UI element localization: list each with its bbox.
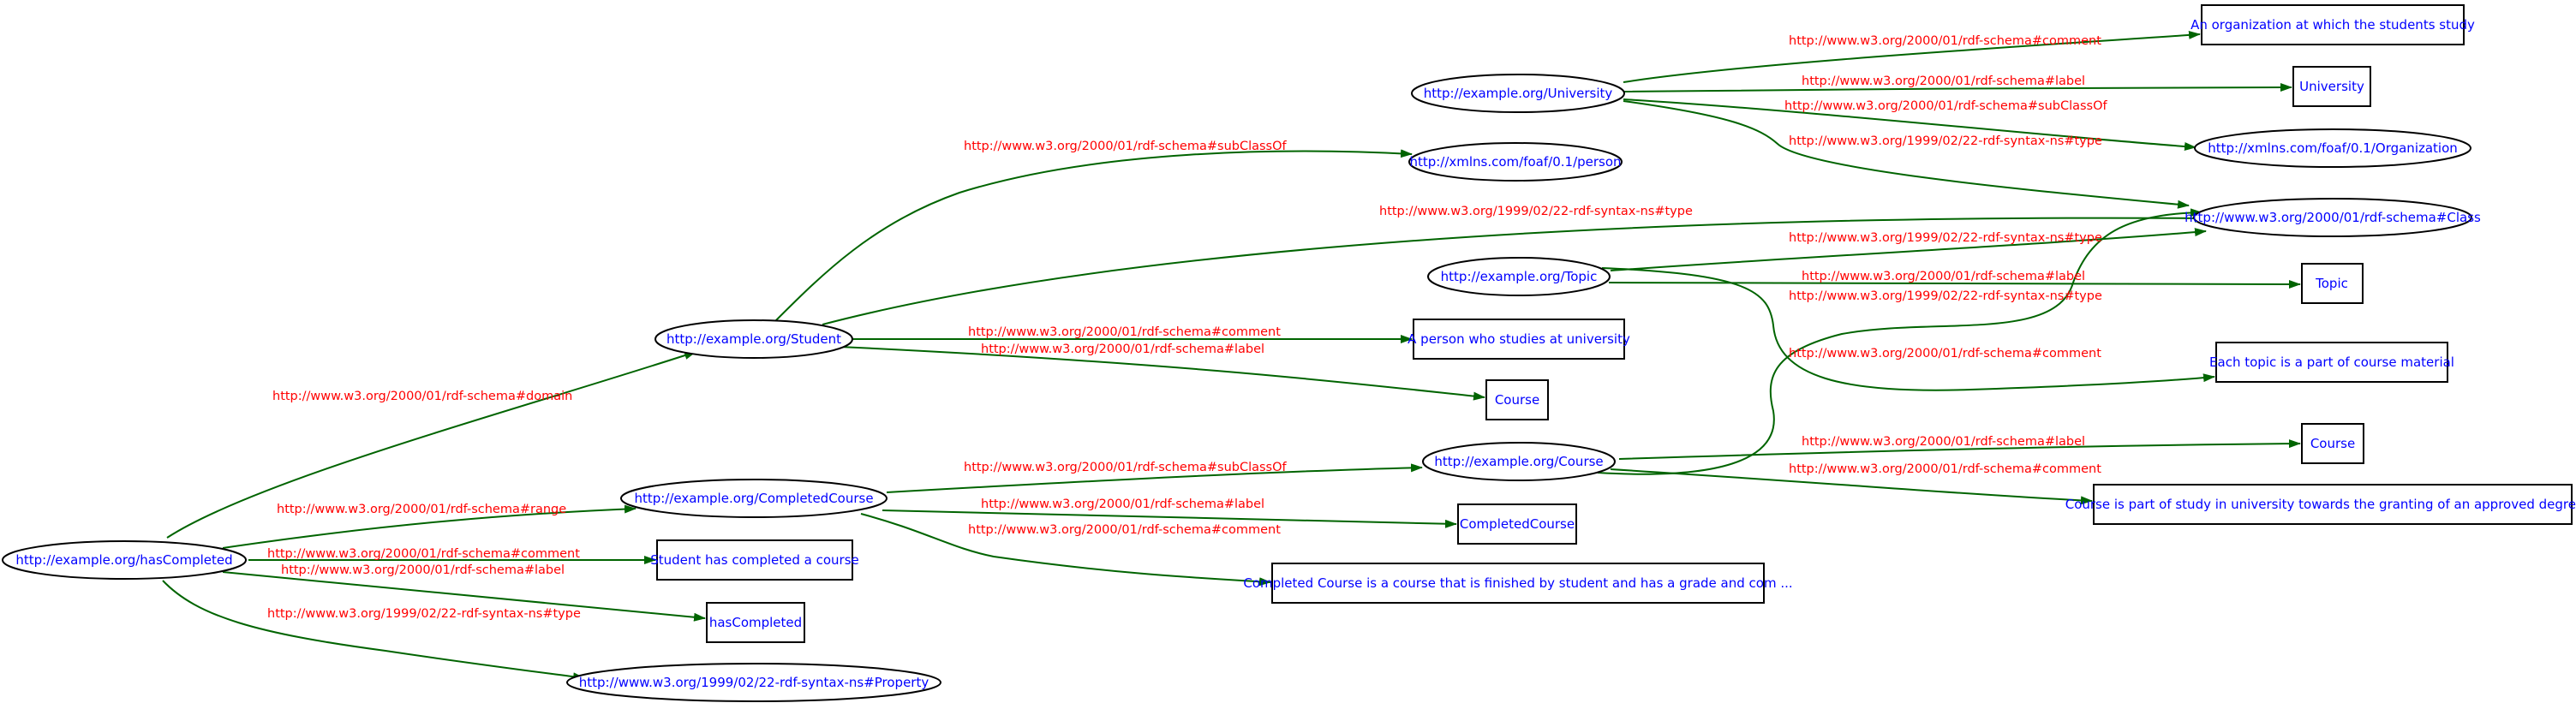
node-rdfs-class-text: http://www.w3.org/2000/01/rdf-schema#Cla… (2185, 210, 2481, 225)
edge-label-topic-comment: http://www.w3.org/2000/01/rdf-schema#com… (1789, 347, 2101, 360)
node-university-comment-text: An organization at which the students st… (2190, 17, 2475, 33)
node-completed-label-text: CompletedCourse (1460, 516, 1575, 532)
node-topic-label[interactable]: Topic (2301, 263, 2364, 304)
edge-university-subclassof (1623, 98, 2196, 152)
node-foaf-person[interactable]: http://xmlns.com/foaf/0.1/person (1408, 142, 1623, 182)
edge-university-label (1623, 83, 2292, 92)
edge-hascompleted-type (162, 580, 585, 682)
node-foaf-organization-text: http://xmlns.com/foaf/0.1/Organization (2208, 140, 2458, 156)
edge-course-type (1597, 208, 2202, 475)
node-completed-label[interactable]: CompletedCourse (1457, 503, 1577, 545)
node-student-comment-text: A person who studies at university (1408, 331, 1630, 347)
edge-course-label (1618, 439, 2301, 460)
edge-label-university-type: http://www.w3.org/1999/02/22-rdf-syntax-… (1789, 134, 2102, 148)
node-rdf-property[interactable]: http://www.w3.org/1999/02/22-rdf-syntax-… (566, 663, 941, 702)
edge-label-university-comment: http://www.w3.org/2000/01/rdf-schema#com… (1789, 34, 2101, 48)
edge-topic-label (1608, 279, 2301, 289)
node-course-label[interactable]: Course (2301, 423, 2364, 464)
edge-student-label (839, 346, 1485, 401)
node-foaf-person-text: http://xmlns.com/foaf/0.1/person (1409, 154, 1621, 170)
edge-label-hascompleted-range: http://www.w3.org/2000/01/rdf-schema#ran… (277, 503, 566, 516)
edge-hascompleted-range (222, 504, 637, 549)
node-completed-comment-text: Completed Course is a course that is fin… (1243, 575, 1792, 591)
node-hascompleted-comment[interactable]: Student has completed a course (650, 539, 859, 581)
edge-label-completed-label: http://www.w3.org/2000/01/rdf-schema#lab… (981, 497, 1264, 511)
node-university[interactable]: http://example.org/University (1411, 74, 1625, 113)
edge-label-topic-label: http://www.w3.org/2000/01/rdf-schema#lab… (1802, 270, 2085, 283)
edge-label-student-type: http://www.w3.org/1999/02/22-rdf-syntax-… (1379, 205, 1693, 218)
edge-student-subclassof (774, 149, 1413, 322)
edge-label-course-comment: http://www.w3.org/2000/01/rdf-schema#com… (1789, 462, 2101, 476)
edge-label-hascompleted-label: http://www.w3.org/2000/01/rdf-schema#lab… (281, 563, 565, 577)
node-student-text: http://example.org/Student (666, 331, 841, 347)
edge-course-comment (1610, 468, 2093, 505)
node-hascompleted-text: http://example.org/hasCompleted (15, 552, 232, 568)
edge-label-topic-type-b: http://www.w3.org/1999/02/22-rdf-syntax-… (1789, 289, 2102, 303)
edge-label-hascompleted-domain: http://www.w3.org/2000/01/rdf-schema#dom… (272, 390, 572, 403)
node-university-label-text: University (2299, 79, 2364, 94)
node-completed-comment[interactable]: Completed Course is a course that is fin… (1243, 563, 1793, 604)
node-foaf-organization[interactable]: http://xmlns.com/foaf/0.1/Organization (2194, 128, 2471, 168)
node-topic[interactable]: http://example.org/Topic (1427, 257, 1611, 296)
node-university-text: http://example.org/University (1424, 86, 1613, 101)
node-course-text: http://example.org/Course (1434, 454, 1603, 469)
edge-label-completed-comment: http://www.w3.org/2000/01/rdf-schema#com… (968, 523, 1281, 537)
edge-label-hascompleted-comment: http://www.w3.org/2000/01/rdf-schema#com… (267, 547, 580, 561)
node-university-label[interactable]: University (2292, 66, 2371, 107)
node-student[interactable]: http://example.org/Student (654, 319, 853, 359)
node-topic-text: http://example.org/Topic (1441, 269, 1598, 284)
node-course-comment-text: Course is part of study in university to… (2065, 497, 2576, 512)
edge-completed-subclassof (886, 463, 1423, 493)
node-course-label-text: Course (2310, 436, 2355, 451)
edge-label-student-label: http://www.w3.org/2000/01/rdf-schema#lab… (981, 343, 1264, 356)
node-hascompleted[interactable]: http://example.org/hasCompleted (2, 540, 247, 580)
node-student-comment[interactable]: A person who studies at university (1408, 319, 1630, 360)
node-course-comment[interactable]: Course is part of study in university to… (2065, 484, 2576, 525)
edge-label-topic-type-a: http://www.w3.org/1999/02/22-rdf-syntax-… (1789, 231, 2102, 245)
edge-label-student-comment: http://www.w3.org/2000/01/rdf-schema#com… (968, 325, 1281, 339)
node-completed-course-text: http://example.org/CompletedCourse (634, 491, 873, 506)
edge-university-comment (1623, 30, 2201, 83)
node-completed-course[interactable]: http://example.org/CompletedCourse (620, 479, 888, 518)
node-topic-comment-text: Each topic is a part of course material (2209, 354, 2454, 370)
edge-student-type (822, 213, 2207, 325)
node-student-label-text: Course (1495, 392, 1539, 408)
edge-labels: http://www.w3.org/2000/01/rdf-schema#com… (267, 34, 2108, 621)
edge-label-course-label: http://www.w3.org/2000/01/rdf-schema#lab… (1802, 435, 2085, 449)
nodes: http://example.org/University An organiz… (2, 4, 2576, 702)
edge-completed-comment (860, 513, 1271, 587)
edge-hascompleted-label (222, 571, 706, 622)
node-topic-comment[interactable]: Each topic is a part of course material (2209, 342, 2454, 383)
edges (162, 30, 2301, 682)
node-topic-label-text: Topic (2315, 276, 2348, 291)
edge-label-hascompleted-type: http://www.w3.org/1999/02/22-rdf-syntax-… (267, 607, 581, 621)
edge-completed-label (882, 509, 1457, 528)
edge-university-type (1623, 100, 2190, 209)
node-hascompleted-label[interactable]: hasCompleted (706, 602, 805, 643)
edge-topic-type (1610, 228, 2207, 271)
edge-label-student-subclassof: http://www.w3.org/2000/01/rdf-schema#sub… (964, 140, 1288, 153)
edge-label-university-label: http://www.w3.org/2000/01/rdf-schema#lab… (1802, 74, 2085, 88)
edge-label-completed-subclassof: http://www.w3.org/2000/01/rdf-schema#sub… (964, 461, 1288, 474)
edge-label-university-subclassof: http://www.w3.org/2000/01/rdf-schema#sub… (1784, 99, 2108, 113)
node-rdf-property-text: http://www.w3.org/1999/02/22-rdf-syntax-… (579, 675, 929, 690)
node-student-label[interactable]: Course (1485, 379, 1549, 420)
node-rdfs-class[interactable]: http://www.w3.org/2000/01/rdf-schema#Cla… (2185, 198, 2481, 237)
node-hascompleted-label-text: hasCompleted (709, 615, 802, 630)
edge-topic-comment (1601, 267, 2215, 391)
node-hascompleted-comment-text: Student has completed a course (650, 552, 859, 568)
node-university-comment[interactable]: An organization at which the students st… (2190, 4, 2475, 45)
edge-hascompleted-domain (166, 351, 696, 539)
node-course[interactable]: http://example.org/Course (1422, 442, 1616, 481)
